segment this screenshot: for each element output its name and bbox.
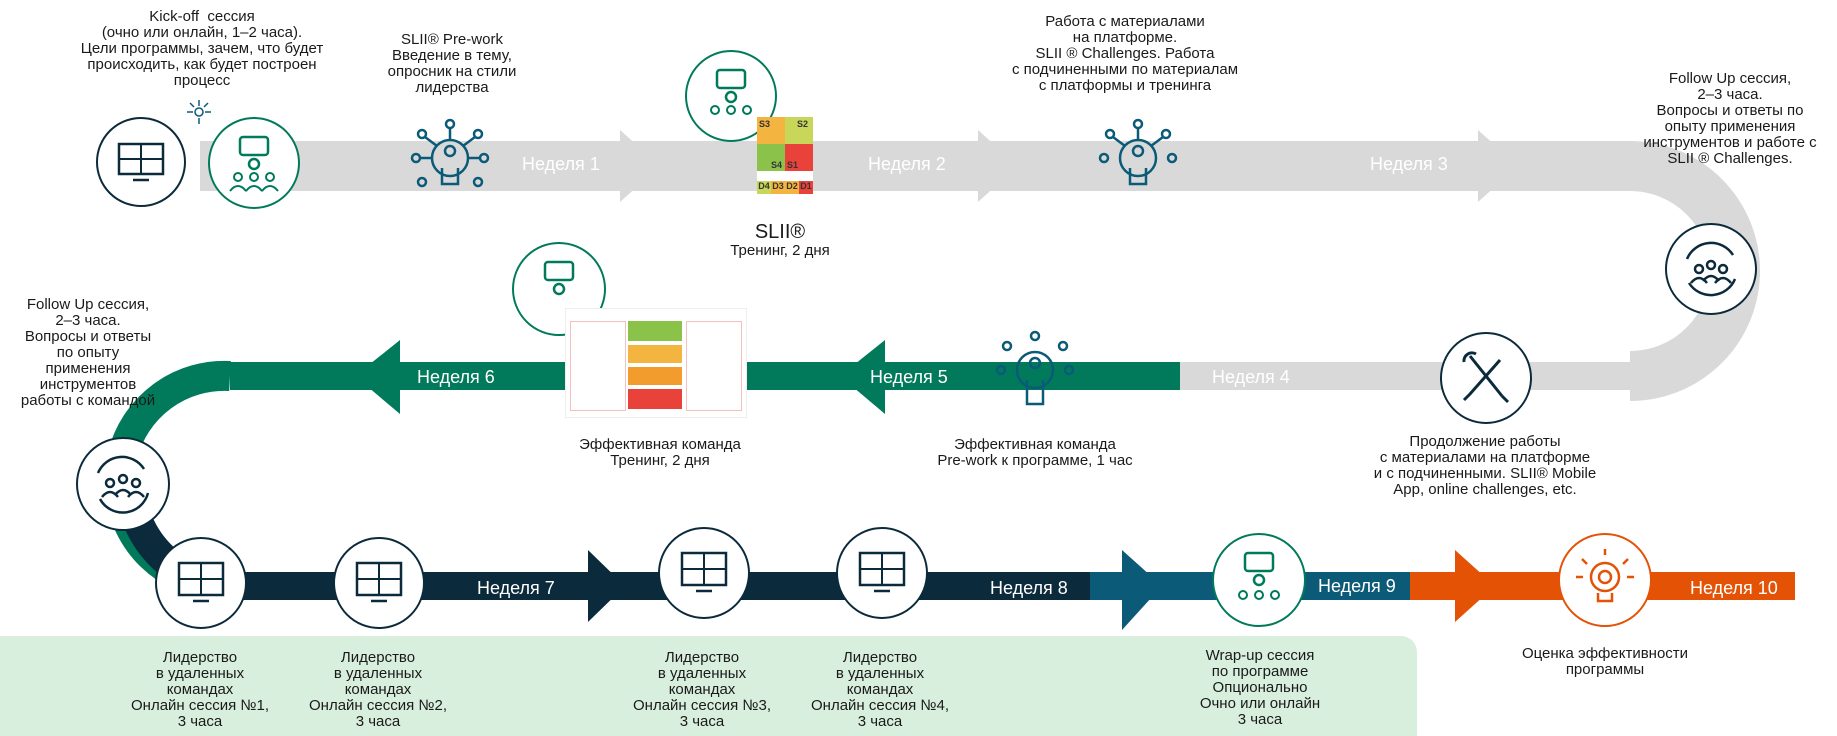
followup-2-text: Follow Up сессия,2–3 часа.Вопросы и отве… [20, 296, 156, 409]
week-label-2: Неделя 2 [868, 154, 946, 174]
followup-1-text: Follow Up сессия,2–3 часа.Вопросы и отве… [1643, 70, 1817, 167]
week-label-4: Неделя 4 [1212, 367, 1290, 387]
video-conference-icon [155, 537, 247, 629]
video-conference-icon [333, 537, 425, 629]
week-label-9: Неделя 9 [1318, 576, 1396, 596]
team-model-graphic [565, 308, 747, 418]
sli-training-title: SLII® [754, 221, 806, 243]
week-label-3: Неделя 3 [1370, 154, 1448, 174]
video-conference-icon [96, 117, 186, 207]
week-label-5: Неделя 5 [870, 367, 948, 387]
week-label-1: Неделя 1 [522, 154, 600, 174]
sli-training-subtitle: Тренинг, 2 дня [730, 242, 830, 259]
gear-lightbulb-icon [1558, 533, 1652, 627]
network-person-icon [1098, 118, 1178, 209]
team-cycle-icon [1665, 223, 1757, 315]
network-person-icon [410, 118, 490, 209]
tools-icon [1440, 332, 1532, 424]
sli-model-graphic: S3 S2 S4 S1 D4 D3 D2 D1 [757, 117, 813, 201]
team-cycle-icon [76, 437, 170, 531]
idea-spark-icon [185, 98, 213, 131]
week-label-10: Неделя 10 [1690, 578, 1778, 598]
kickoff-text: Kick-off сессия(очно или онлайн, 1–2 час… [80, 8, 324, 89]
week-label-8: Неделя 8 [990, 578, 1068, 598]
week-label-6: Неделя 6 [417, 367, 495, 387]
week-label-7: Неделя 7 [477, 578, 555, 598]
remote-sessions-band [0, 636, 1417, 736]
network-person-icon [995, 330, 1075, 421]
group-discussion-icon [1212, 533, 1306, 627]
video-conference-icon [658, 527, 750, 619]
video-conference-icon [836, 527, 928, 619]
group-discussion-icon [208, 117, 300, 209]
